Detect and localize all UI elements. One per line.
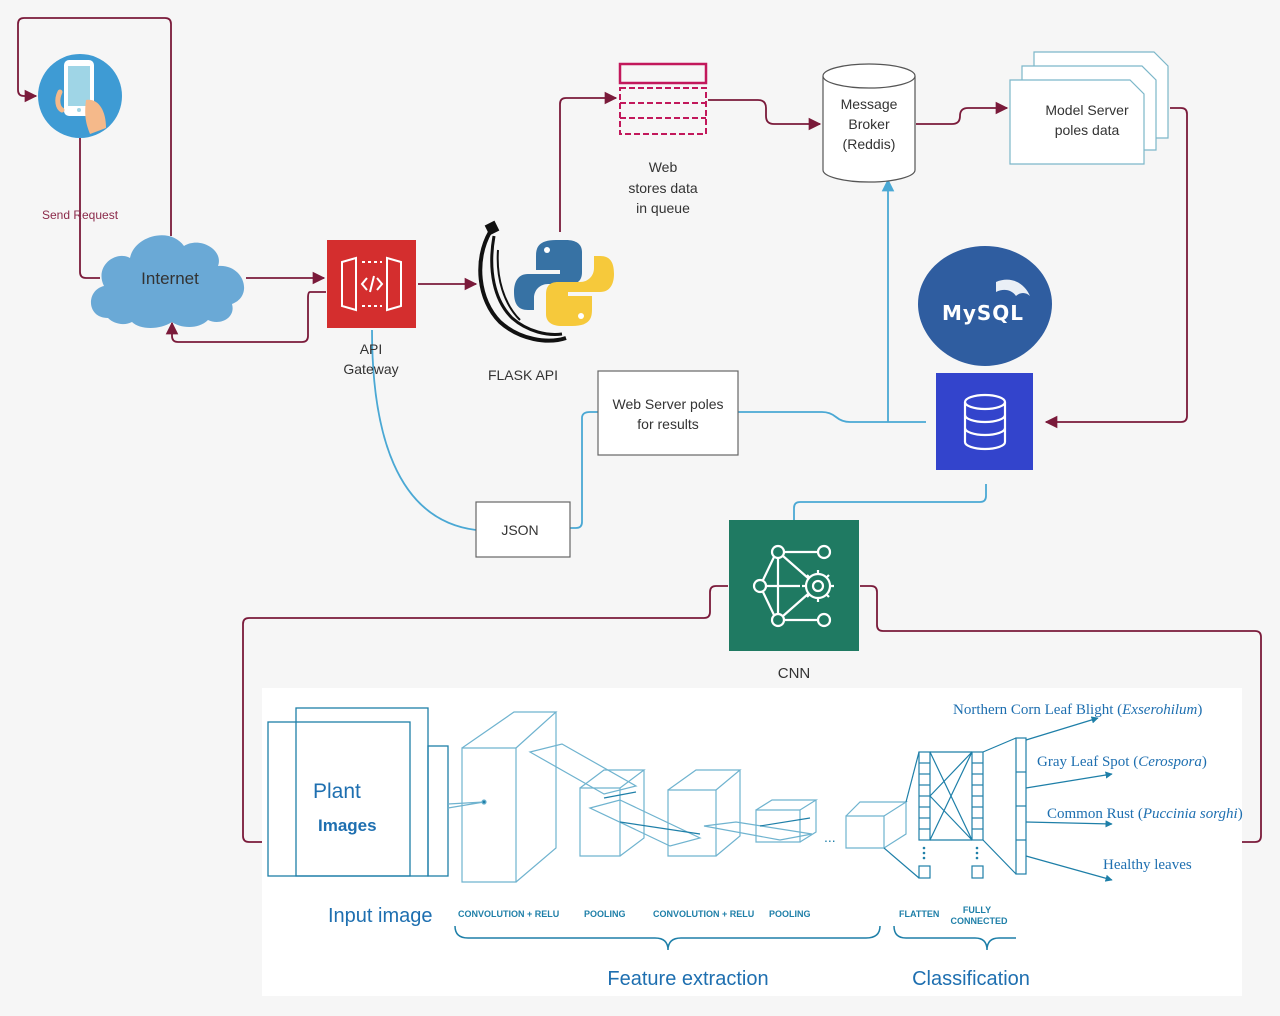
pool2-caption: POOLING [769, 909, 811, 919]
pool1-caption: POOLING [584, 909, 626, 919]
model-server-node[interactable] [1009, 51, 1169, 165]
pooling-block-2 [755, 799, 819, 843]
pooling-block-1 [579, 769, 702, 857]
api-gateway-node[interactable] [327, 240, 416, 328]
flask-api-node[interactable] [478, 220, 614, 343]
web-queue-node[interactable] [618, 62, 708, 135]
web-server-label-line2: for results [637, 416, 698, 432]
broker-label-line2: Broker [848, 116, 890, 132]
web-queue-label-line1: Web [649, 159, 678, 175]
web-queue-label-line3: in queue [636, 200, 690, 216]
web-server-node[interactable] [597, 370, 739, 456]
webserver-to-db-connector [738, 411, 926, 423]
flask-to-queue-connector [559, 91, 618, 232]
database-node[interactable] [936, 373, 1033, 470]
cnn-node[interactable] [729, 520, 859, 651]
cnn-to-right-frame-connector [860, 585, 1262, 843]
json-to-webserver-connector [570, 411, 598, 529]
fully-connected-layer [929, 737, 1027, 879]
feature-brace [454, 925, 881, 951]
python-icon [514, 240, 614, 326]
flask-horn-icon [478, 220, 567, 343]
api-to-internet-connector [165, 291, 326, 343]
cloud-icon [90, 235, 245, 328]
json-node[interactable] [475, 501, 571, 558]
conv2-caption: CONVOLUTION + RELU [653, 909, 754, 919]
cnn-label: CNN [778, 665, 811, 682]
cnn-to-left-frame-connector [242, 585, 728, 843]
model-server-label-line1: Model Server [1045, 102, 1129, 118]
model-to-db-connector [1044, 107, 1188, 429]
classification-brace [893, 925, 1016, 951]
loop-connector [17, 17, 172, 236]
classification-label: Classification [912, 968, 1030, 990]
api-gateway-icon [341, 256, 402, 312]
send-request-label: Send Request [42, 208, 119, 222]
class-1-label: Northern Corn Leaf Blight (Exserohilum) [953, 702, 1202, 718]
maroon-connectors [17, 17, 1262, 843]
dolphin-icon [996, 279, 1030, 296]
json-label: JSON [501, 522, 538, 538]
message-broker-node[interactable] [822, 63, 916, 183]
conv-block-1 [447, 711, 638, 883]
class-3-label: Common Rust (Puccinia sorghi) [1047, 806, 1243, 822]
connected-caption: CONNECTED [950, 916, 1008, 926]
web-queue-label-line2: stores data [628, 180, 697, 196]
internet-cloud-node[interactable] [90, 235, 245, 328]
dots-vertical [922, 846, 979, 860]
conv1-caption: CONVOLUTION + RELU [458, 909, 559, 919]
blue-connectors [371, 178, 987, 531]
web-server-label-line1: Web Server poles [612, 396, 723, 412]
class-4-label: Healthy leaves [1103, 857, 1192, 873]
feature-extraction-label: Feature extraction [607, 968, 768, 990]
api-to-json-connector [371, 329, 477, 531]
phone-to-internet-connector [79, 138, 100, 279]
broker-to-model-connector [916, 101, 1009, 125]
fully-caption: FULLY [963, 905, 991, 915]
ellipsis-label: ... [824, 829, 836, 845]
db-to-cnn-connector [793, 484, 987, 520]
flask-api-label: FLASK API [488, 367, 558, 383]
mobile-phone-node[interactable] [38, 54, 122, 138]
api-gateway-label-line2: Gateway [343, 361, 398, 377]
neural-network-icon [752, 544, 834, 628]
input-image-label: Input image [328, 905, 433, 927]
mysql-logo [918, 246, 1052, 366]
images-label: Images [318, 816, 377, 835]
cnn-figure-panel: Plant Images Input image [262, 688, 1243, 996]
mysql-label: MySQL [942, 301, 1024, 325]
braces [454, 925, 1016, 951]
flatten-caption: FLATTEN [899, 909, 939, 919]
class-2-label: Gray Leaf Spot (Cerospora) [1037, 754, 1207, 770]
model-server-label-line2: poles data [1055, 122, 1120, 138]
flatten-layer [883, 751, 931, 879]
output-arrows [1025, 716, 1113, 882]
internet-label: Internet [141, 269, 199, 288]
queue-to-broker-connector [708, 99, 822, 131]
api-gateway-label-line1: API [360, 341, 383, 357]
broker-label-line3: (Reddis) [843, 136, 896, 152]
database-icon [963, 393, 1007, 451]
hand-icon [55, 89, 65, 113]
broker-label-line1: Message [841, 96, 898, 112]
plant-label: Plant [313, 780, 361, 803]
input-image-stack [267, 707, 449, 877]
